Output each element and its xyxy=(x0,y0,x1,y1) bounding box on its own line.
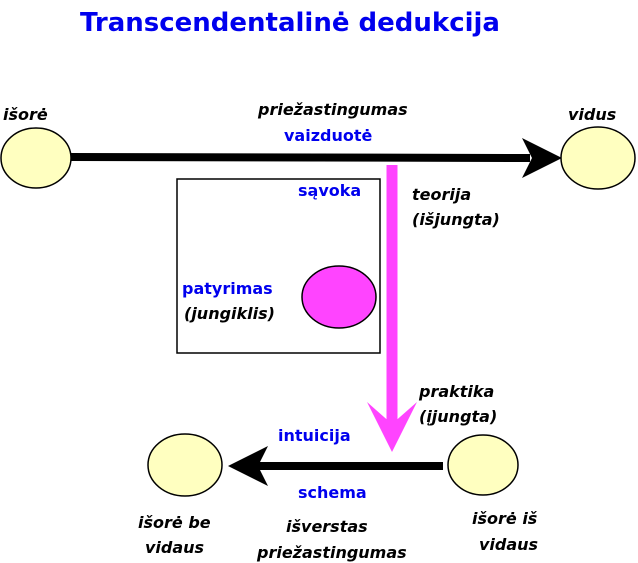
label-isore-is: išorė iš xyxy=(472,509,538,528)
label-vidus: vidus xyxy=(568,105,616,124)
diagram-title: Transcendentalinė dedukcija xyxy=(80,8,500,38)
inside-node xyxy=(560,126,636,190)
concept-box xyxy=(176,178,381,354)
theory-practice-arrowhead xyxy=(367,402,417,452)
label-schema: schema xyxy=(298,483,367,502)
switch-node xyxy=(301,265,377,329)
inverted-causality-arrowhead xyxy=(228,446,268,486)
label-isverstas: išverstas xyxy=(286,517,368,536)
label-isverstas-priezastingumas: priežastingumas xyxy=(256,543,407,562)
label-isore-be-vidaus: vidaus xyxy=(145,538,204,557)
label-vaizduote: vaizduotė xyxy=(284,126,373,145)
label-savoka: sąvoka xyxy=(298,181,361,200)
label-priezastingumas: priežastingumas xyxy=(257,100,408,119)
label-praktika-state: (įjungta) xyxy=(419,407,497,426)
label-patyrimas: patyrimas xyxy=(182,279,273,298)
label-teorija: teorija xyxy=(412,185,471,204)
label-teorija-state: (išjungta) xyxy=(412,210,500,229)
outside-without-inside-node xyxy=(147,433,223,497)
outside-from-inside-node xyxy=(447,434,519,496)
label-intuicija: intuicija xyxy=(278,426,351,445)
causality-arrow xyxy=(69,153,531,162)
causality-arrowhead xyxy=(522,138,562,178)
label-isore-be: išorė be xyxy=(138,513,211,532)
outside-node xyxy=(0,127,72,189)
label-isore: išorė xyxy=(3,105,48,124)
label-praktika: praktika xyxy=(418,382,494,401)
label-jungiklis: (jungiklis) xyxy=(184,304,275,323)
label-isore-is-vidaus: vidaus xyxy=(479,535,538,554)
